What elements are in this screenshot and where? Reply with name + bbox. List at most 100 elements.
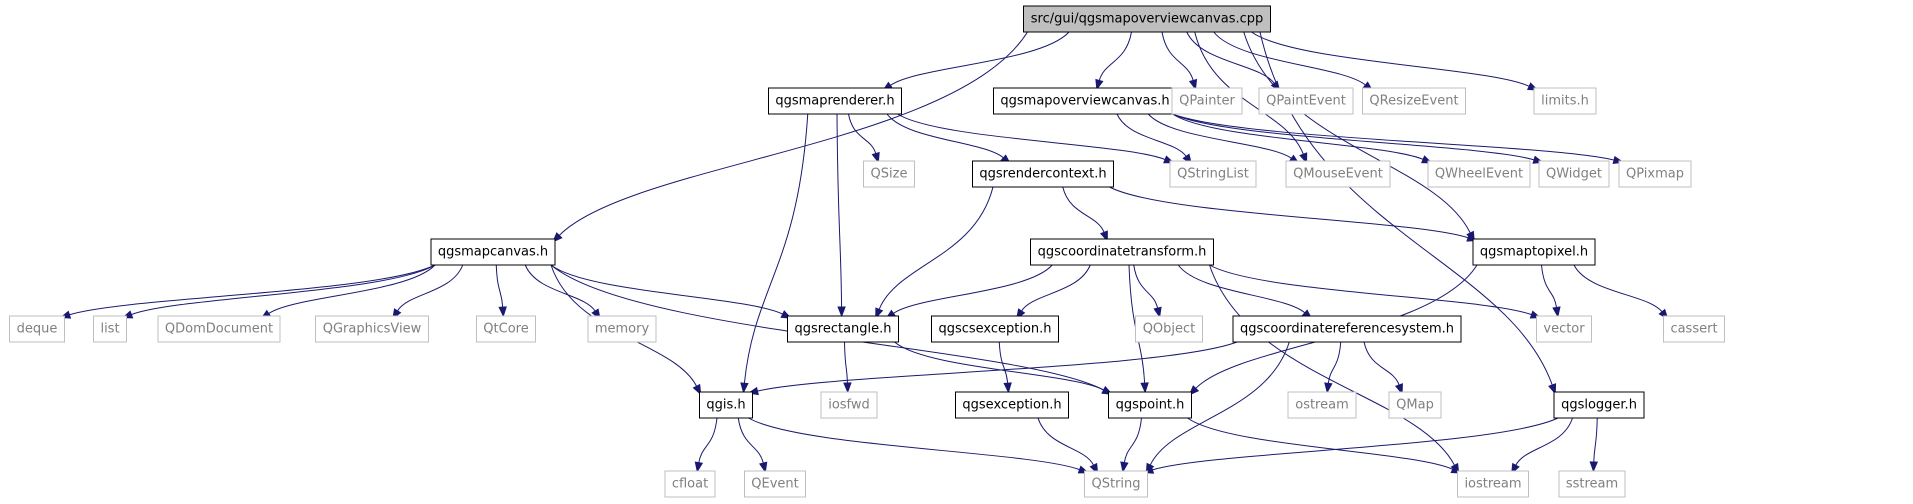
node-box xyxy=(1388,391,1442,419)
node-label: qgsmaptopixel.h xyxy=(1480,245,1588,260)
node-box xyxy=(1108,391,1192,419)
edge-root-to-qgsmapoverviewcanvas xyxy=(1095,31,1132,91)
node-qgsrendercontext[interactable]: qgsrendercontext.h xyxy=(972,160,1114,188)
edge-qgsexception-to-qstring xyxy=(1037,417,1099,475)
node-label: QWheelEvent xyxy=(1435,167,1523,182)
edge-line xyxy=(836,113,843,308)
edge-line xyxy=(897,113,1166,160)
node-box xyxy=(820,391,878,419)
node-box xyxy=(1023,5,1271,33)
edge-qgsrendercontext-to-qgscoordinatetransform xyxy=(1062,186,1108,243)
edge-line xyxy=(397,264,464,312)
node-box xyxy=(1287,391,1357,419)
node-box xyxy=(1232,315,1462,343)
node-label: qgsrendercontext.h xyxy=(979,167,1106,182)
edge-line xyxy=(737,417,764,464)
node-root[interactable]: src/gui/qgsmapoverviewcanvas.cpp xyxy=(1023,5,1271,33)
edge-line xyxy=(1172,113,1424,160)
edge-line xyxy=(1515,417,1573,466)
node-qstringlist: QStringList xyxy=(1169,160,1257,188)
arrowhead xyxy=(1589,461,1599,473)
arrowhead xyxy=(1099,230,1108,243)
node-qgsmapoverviewcanvas[interactable]: qgsmapoverviewcanvas.h xyxy=(993,87,1177,115)
node-qgscoordinatetransform[interactable]: qgscoordinatetransform.h xyxy=(1030,238,1214,266)
node-box xyxy=(931,315,1059,343)
node-iosfwd: iosfwd xyxy=(820,391,878,419)
edge-line xyxy=(844,341,848,384)
edge-qgscsexception-to-qgsexception xyxy=(998,341,1012,394)
edge-root-to-limits xyxy=(1251,31,1539,91)
arrowhead xyxy=(1552,306,1561,318)
edge-line xyxy=(998,341,1009,384)
node-box xyxy=(1030,238,1214,266)
node-box xyxy=(9,315,65,343)
node-box xyxy=(1553,391,1645,419)
edge-line xyxy=(1037,417,1094,466)
edge-qgscoordinatetransform-to-vector xyxy=(1209,264,1542,319)
node-qgsmaptopixel[interactable]: qgsmaptopixel.h xyxy=(1472,238,1596,266)
edge-line xyxy=(1152,417,1559,471)
edge-qgis-to-qevent xyxy=(737,417,768,474)
node-qgspoint[interactable]: qgspoint.h xyxy=(1108,391,1192,419)
node-qdomdocument: QDomDocument xyxy=(157,315,281,343)
edge-qgsmapcanvas-to-qgraphicsview xyxy=(392,264,464,320)
node-vector: vector xyxy=(1536,315,1592,343)
node-box xyxy=(955,391,1069,419)
node-qgscsexception[interactable]: qgscsexception.h xyxy=(931,315,1059,343)
edge-line xyxy=(1363,341,1400,386)
arrowhead xyxy=(1324,382,1333,394)
node-label: memory xyxy=(595,322,650,337)
node-label: QResizeEvent xyxy=(1369,94,1458,109)
node-cfloat: cfloat xyxy=(664,470,716,498)
node-qgsmaprenderer[interactable]: qgsmaprenderer.h xyxy=(768,87,902,115)
node-qgslogger[interactable]: qgslogger.h xyxy=(1553,391,1645,419)
node-label: QGraphicsView xyxy=(323,322,422,337)
arrowhead xyxy=(1003,382,1012,394)
edge-qgsmaprenderer-to-qgsrendercontext xyxy=(886,113,1012,165)
node-deque: deque xyxy=(9,315,65,343)
node-qpixmap: QPixmap xyxy=(1618,160,1692,188)
edge-line xyxy=(1021,264,1091,312)
node-box xyxy=(1536,315,1592,343)
node-label: QObject xyxy=(1143,322,1196,337)
edge-qgsmaprenderer-to-qgis xyxy=(740,113,809,394)
arrowhead xyxy=(694,461,704,473)
node-label: QStringList xyxy=(1177,167,1249,182)
edge-qgscoordinatetransform-to-qgscoordinatereferencesystem xyxy=(1177,264,1313,320)
node-label: qgspoint.h xyxy=(1116,398,1185,413)
node-label: QSize xyxy=(871,167,908,182)
node-qgis[interactable]: qgis.h xyxy=(699,391,753,419)
edge-line xyxy=(1116,113,1187,157)
node-label: qgsexception.h xyxy=(962,398,1061,413)
node-qgscoordinatereferencesystem[interactable]: qgscoordinatereferencesystem.h xyxy=(1232,315,1462,343)
edge-qgscoordinatetransform-to-qgsrectangle xyxy=(884,264,1053,320)
edge-line xyxy=(1123,417,1142,463)
node-qpainter: QPainter xyxy=(1171,87,1243,115)
edge-line xyxy=(1213,31,1366,86)
node-box xyxy=(768,87,902,115)
node-box xyxy=(1169,160,1257,188)
edge-line xyxy=(1172,113,1615,161)
edge-line xyxy=(1172,113,1535,161)
node-label: QString xyxy=(1091,477,1140,492)
node-qgsrectangle[interactable]: qgsrectangle.h xyxy=(787,315,899,343)
node-box xyxy=(1285,160,1391,188)
edge-line xyxy=(878,186,994,310)
edge-root-to-qpainter xyxy=(1161,31,1198,91)
edge-line xyxy=(1243,31,1471,234)
edge-qgscoordinatetransform-to-qobject xyxy=(1133,264,1162,319)
node-qgsmapcanvas[interactable]: qgsmapcanvas.h xyxy=(430,238,556,266)
node-qevent: QEvent xyxy=(744,470,806,498)
node-box xyxy=(587,315,657,343)
node-label: qgscsexception.h xyxy=(938,322,1051,337)
edge-root-to-qgsmaptopixel xyxy=(1243,31,1475,243)
edge-qgslogger-to-iostream xyxy=(1511,417,1573,475)
node-label: iostream xyxy=(1464,477,1521,492)
node-qgsexception[interactable]: qgsexception.h xyxy=(955,391,1069,419)
edge-line xyxy=(1209,264,1455,466)
node-qobject: QObject xyxy=(1135,315,1203,343)
arrowhead xyxy=(1548,383,1557,395)
arrowhead xyxy=(759,461,768,474)
node-box xyxy=(430,238,556,266)
